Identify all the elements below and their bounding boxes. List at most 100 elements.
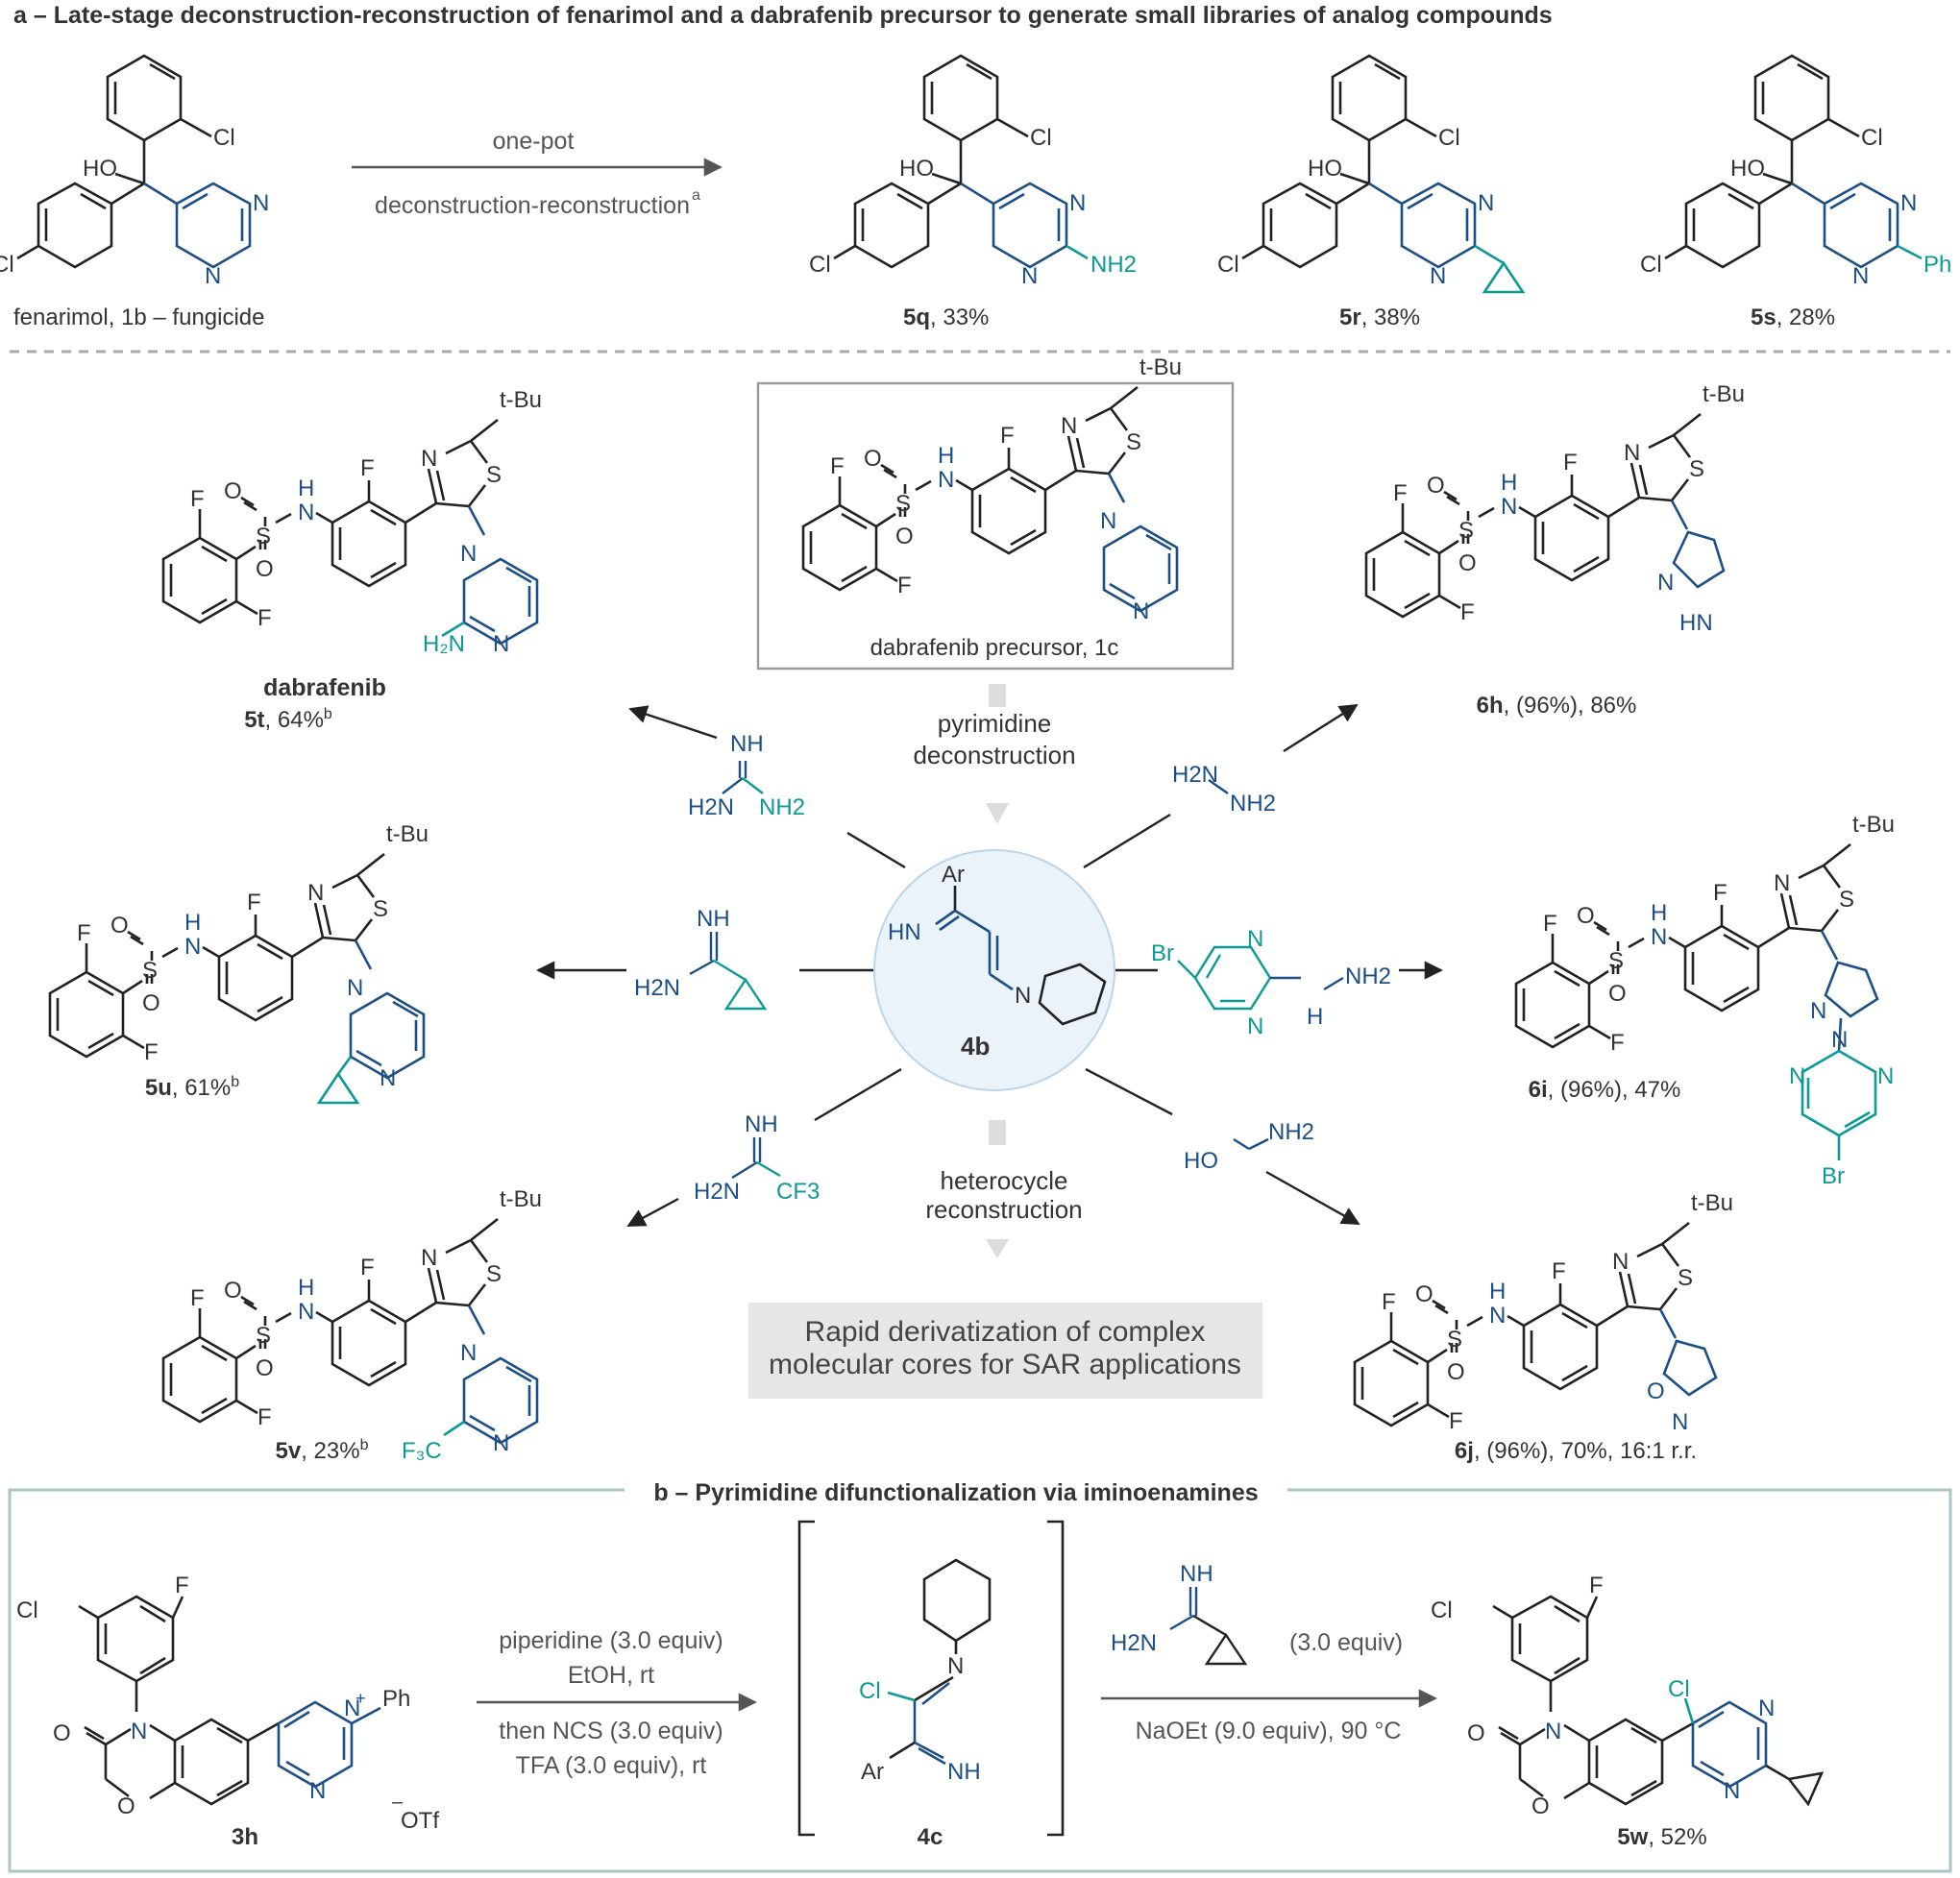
svg-text:S: S: [256, 524, 271, 549]
svg-text:S: S: [1447, 1327, 1462, 1353]
step-deconstruction-2: deconstruction: [913, 741, 1075, 769]
svg-text:N: N: [1545, 1719, 1561, 1744]
svg-text:F: F: [360, 455, 375, 481]
svg-text:O: O: [1415, 1281, 1433, 1307]
step2-condition: NaOEt (9.0 equiv), 90 °C: [1136, 1718, 1402, 1744]
svg-text:S: S: [1608, 948, 1624, 974]
svg-text:O: O: [142, 990, 160, 1016]
svg-text:F: F: [1449, 1408, 1463, 1434]
fenarimol-caption: fenarimol, 1b – fungicide: [13, 305, 265, 330]
bracket-left: [797, 1520, 815, 1837]
reagent-guanidine: NH H2N NH2: [688, 731, 805, 820]
svg-text:Cl: Cl: [1431, 1598, 1453, 1623]
svg-text:t-Bu: t-Bu: [1691, 1190, 1733, 1216]
analog-5t-name: dabrafenib: [263, 674, 386, 701]
svg-text:HO: HO: [1308, 156, 1342, 182]
svg-text:NH: NH: [745, 1111, 778, 1137]
svg-text:NH: NH: [1180, 1561, 1213, 1587]
step1-condition-4: TFA (3.0 equiv), rt: [516, 1752, 707, 1779]
svg-text:O: O: [117, 1793, 135, 1819]
svg-text:N: N: [205, 263, 221, 289]
svg-text:F: F: [175, 1573, 189, 1598]
svg-text:N: N: [307, 880, 324, 906]
svg-text:N: N: [1247, 1013, 1263, 1039]
svg-text:N: N: [1789, 1063, 1805, 1089]
svg-text:N: N: [1489, 1303, 1506, 1329]
svg-text:Ph: Ph: [1923, 252, 1951, 278]
svg-text:F: F: [257, 605, 272, 631]
step1-condition-1: piperidine (3.0 equiv): [499, 1627, 723, 1654]
svg-text:N: N: [1021, 263, 1038, 289]
svg-text:O: O: [224, 478, 242, 504]
svg-text:H2N: H2N: [694, 1179, 740, 1205]
svg-text:F: F: [1000, 423, 1015, 449]
svg-text:N: N: [1657, 570, 1674, 596]
product-5r-caption: 5r, 38%: [1339, 305, 1420, 330]
svg-text:N: N: [1852, 263, 1869, 289]
svg-text:O: O: [1608, 981, 1627, 1007]
precursor-caption: dabrafenib precursor, 1c: [870, 635, 1119, 661]
product-5w-structure: N O O Cl F Cl N N: [1431, 1573, 1825, 1819]
svg-text:N: N: [1774, 870, 1790, 896]
svg-text:N: N: [1478, 190, 1494, 216]
svg-text:H: H: [298, 1275, 314, 1301]
section-b-frame: [8, 1488, 1952, 1873]
svg-text:H2N: H2N: [1111, 1630, 1157, 1656]
svg-text:H2N: H2N: [1172, 762, 1218, 788]
svg-text:O: O: [864, 446, 882, 472]
sar-banner-line1: Rapid derivatization of complex: [805, 1316, 1206, 1348]
svg-text:O: O: [1467, 1720, 1485, 1746]
svg-text:F: F: [1460, 599, 1475, 625]
product-5q-structure: HO Cl Cl N N NH2: [809, 54, 1137, 289]
analog-6i-structure: F F S O O N H F N S t-Bu N N N N Br: [1514, 812, 1895, 1189]
dabrafenib-precursor-structure: F F S O O N H F N S t-Bu N N: [801, 354, 1182, 624]
svg-text:O: O: [224, 1278, 242, 1304]
svg-text:Cl: Cl: [859, 1678, 881, 1704]
product-5q-caption: 5q, 33%: [903, 305, 989, 330]
sar-banner: [748, 1303, 1262, 1399]
svg-text:N: N: [380, 1065, 396, 1091]
svg-text:S: S: [486, 1261, 502, 1287]
svg-text:S: S: [1126, 429, 1141, 455]
svg-text:N: N: [298, 500, 314, 525]
counterion-otf: OTf: [401, 1808, 439, 1834]
svg-text:Cl: Cl: [1217, 252, 1239, 278]
svg-text:N: N: [1100, 508, 1116, 534]
svg-text:N: N: [1758, 1695, 1775, 1721]
compound-3h-structure: N O O Cl F N + Ph N: [16, 1573, 410, 1819]
svg-text:t-Bu: t-Bu: [386, 821, 429, 847]
intermediate-4c-structure: N Cl Ar NH: [859, 1558, 992, 1785]
svg-text:N: N: [938, 467, 954, 493]
svg-text:NH2: NH2: [1090, 252, 1137, 278]
svg-text:HO: HO: [899, 156, 934, 182]
svg-text:O: O: [256, 556, 274, 582]
svg-text:F: F: [830, 453, 845, 479]
svg-text:H: H: [184, 910, 201, 936]
svg-text:NH2: NH2: [1345, 963, 1391, 989]
svg-text:NH: NH: [697, 906, 730, 932]
svg-text:Cl: Cl: [1030, 125, 1052, 151]
svg-text:F: F: [257, 1404, 272, 1430]
section-b-title: b – Pyrimidine difunctionalization via i…: [653, 1479, 1258, 1506]
svg-text:Ar: Ar: [942, 862, 965, 888]
svg-text:F: F: [190, 486, 205, 512]
svg-text:Cl: Cl: [1438, 125, 1460, 151]
svg-text:F: F: [1563, 450, 1578, 476]
svg-text:Cl: Cl: [1640, 252, 1662, 278]
svg-text:N: N: [1133, 598, 1149, 624]
intermediate-4c-code: 4c: [918, 1824, 943, 1850]
analog-6h-structure: F F S O O N H F N S t-Bu N HN: [1364, 381, 1745, 636]
svg-text:–: –: [392, 1792, 404, 1813]
svg-text:Br: Br: [1822, 1163, 1845, 1189]
svg-text:H2N: H2N: [634, 975, 680, 1001]
svg-text:H2N: H2N: [688, 794, 734, 820]
step-reconstruction-1: heterocycle: [941, 1166, 1068, 1195]
svg-text:Cl: Cl: [213, 125, 235, 151]
svg-text:N: N: [493, 631, 509, 657]
svg-text:O: O: [256, 1355, 274, 1381]
svg-text:F: F: [1382, 1289, 1396, 1315]
svg-text:HN: HN: [888, 919, 921, 945]
svg-text:O: O: [53, 1720, 71, 1746]
svg-text:N: N: [460, 541, 477, 567]
svg-text:H: H: [1651, 900, 1667, 926]
